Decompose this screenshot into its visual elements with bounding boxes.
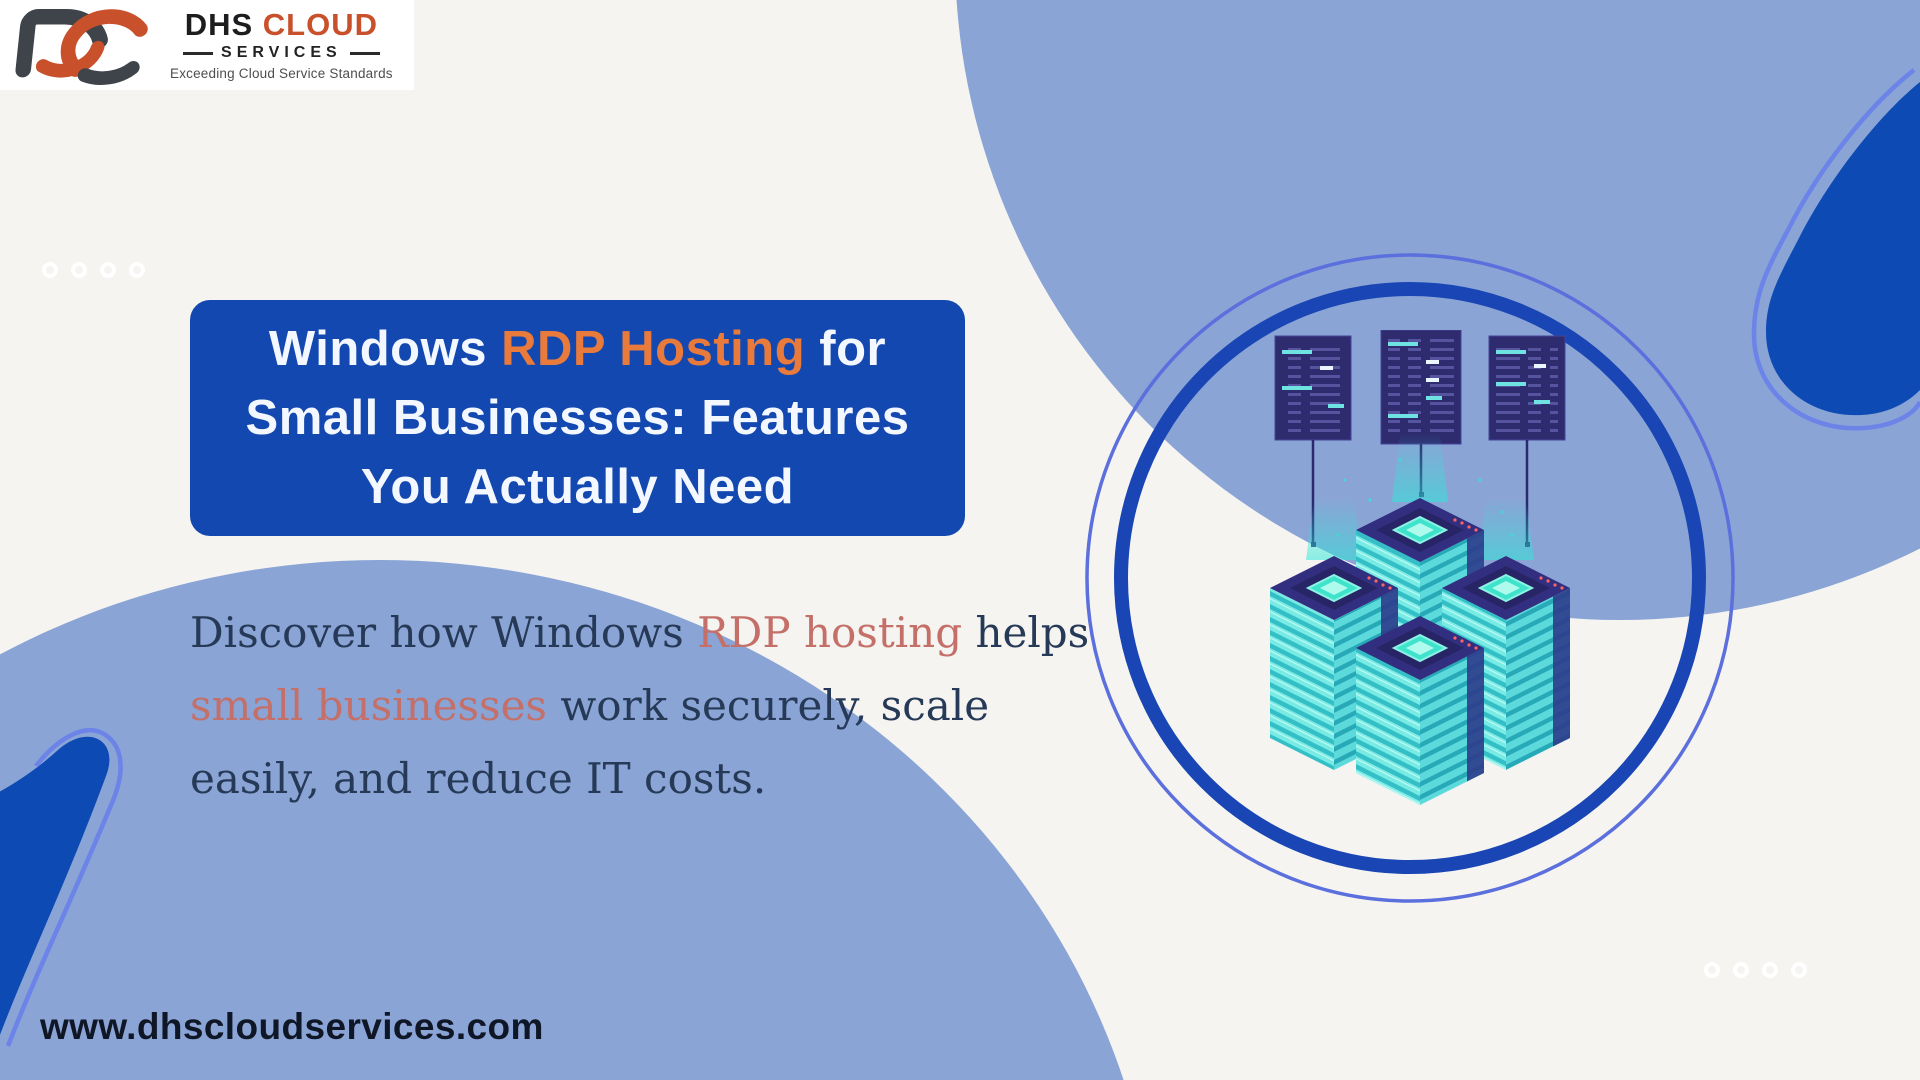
brand-name-secondary: SERVICES (183, 45, 380, 61)
rack-panel-icon (1488, 335, 1566, 441)
description-text: work securely, scale (546, 681, 990, 730)
description-line-1: Discover how Windows RDP hosting helps (190, 596, 1089, 669)
description-line-3: easily, and reduce IT costs. (190, 754, 767, 803)
website-url: www.dhscloudservices.com (40, 1006, 544, 1047)
brand-name-accent: CLOUD (262, 7, 379, 43)
rack-panel-icon (1274, 335, 1352, 441)
brand-logo: DHS CLOUD SERVICES Exceeding Cloud Servi… (0, 0, 414, 90)
dot-icon (1791, 962, 1807, 978)
headline-line-2: Small Businesses: Features (245, 390, 910, 445)
description-line-2: small businesses work securely, scale (190, 669, 1020, 742)
headline-text: for (805, 321, 887, 376)
dot-row-left (42, 262, 145, 278)
brand-wordmark: DHS CLOUD SERVICES Exceeding Cloud Servi… (170, 9, 393, 81)
brand-name-primary: DHS (184, 7, 254, 43)
top-right-teardrop (1766, 82, 1920, 416)
brand-tagline: Exceeding Cloud Service Standards (170, 66, 393, 82)
description-accent-text: small businesses (190, 681, 547, 730)
bottom-left-teardrop (0, 736, 110, 1035)
server-tower-icon (1356, 616, 1484, 805)
dot-icon (1704, 962, 1720, 978)
dot-icon (71, 262, 87, 278)
dc-monogram-icon (15, 9, 148, 85)
bottom-left-teardrop-outline (5, 727, 123, 1047)
headline-box: Windows RDP Hosting for Small Businesses… (190, 300, 965, 536)
dot-icon (100, 262, 116, 278)
outer-ring (1085, 253, 1735, 903)
top-right-teardrop-outline (1751, 68, 1920, 431)
description-text: Discover how Windows (190, 608, 698, 657)
dot-icon (1762, 962, 1778, 978)
inner-ring (1114, 282, 1706, 874)
dot-icon (129, 262, 145, 278)
description-text: helps (962, 608, 1090, 657)
headline-line-1: Windows RDP Hosting for (269, 315, 886, 384)
brand-name: DHS CLOUD (185, 9, 378, 40)
dot-row-right (1704, 962, 1807, 978)
description-paragraph: Discover how Windows RDP hosting helps s… (190, 596, 1089, 815)
bottom-left-blob (0, 560, 1124, 1080)
rack-panel-icon (1380, 330, 1462, 445)
headline-text: Windows (268, 321, 502, 376)
dot-icon (1733, 962, 1749, 978)
server-cluster-illustration-icon (1270, 330, 1570, 805)
headline-accent-text: RDP Hosting (501, 321, 806, 376)
description-accent-text: RDP hosting (697, 608, 963, 657)
headline-line-3: You Actually Need (360, 459, 795, 514)
dot-icon (42, 262, 58, 278)
